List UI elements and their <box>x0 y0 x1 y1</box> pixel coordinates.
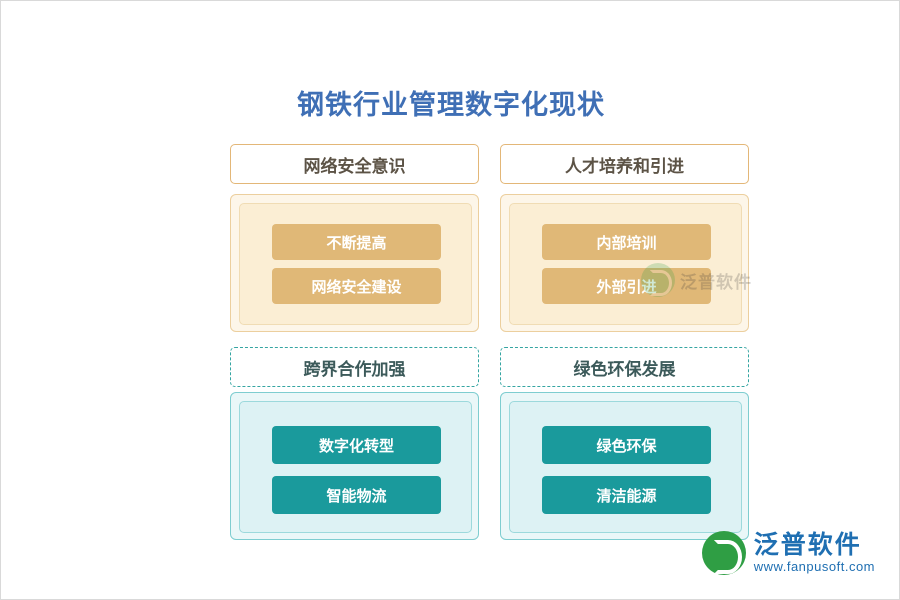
leaf-icon <box>701 531 746 575</box>
brand-url: www.fanpusoft.com <box>753 559 875 575</box>
section-panel-inner: 内部培训 外部引进 <box>509 203 742 325</box>
item-box[interactable]: 网络安全建设 <box>272 268 441 304</box>
section-panel-network-security: 不断提高 网络安全建设 <box>230 194 479 332</box>
section-panel-cross-border-cooperation: 数字化转型 智能物流 <box>230 392 479 540</box>
diagram-column-left: 网络安全意识 不断提高 网络安全建设 跨界合作加强 数字化转型 智能物流 <box>230 144 479 540</box>
section-header-green-development[interactable]: 绿色环保发展 <box>500 347 749 387</box>
section-header-talent-development[interactable]: 人才培养和引进 <box>500 144 749 184</box>
section-panel-inner: 不断提高 网络安全建设 <box>239 203 472 325</box>
item-box[interactable]: 清洁能源 <box>542 476 711 514</box>
item-box[interactable]: 智能物流 <box>272 476 441 514</box>
brand-logo-text: 泛普软件 www.fanpusoft.com <box>754 532 875 574</box>
item-box[interactable]: 外部引进 <box>542 268 711 304</box>
diagram-canvas: 网络安全意识 不断提高 网络安全建设 跨界合作加强 数字化转型 智能物流 人才培… <box>230 144 750 540</box>
item-box[interactable]: 数字化转型 <box>272 426 441 464</box>
brand-name: 泛普软件 <box>753 531 862 560</box>
item-box[interactable]: 绿色环保 <box>542 426 711 464</box>
item-box[interactable]: 不断提高 <box>272 224 441 260</box>
section-panel-green-development: 绿色环保 清洁能源 <box>500 392 749 540</box>
brand-logo: 泛普软件 www.fanpusoft.com <box>701 531 875 575</box>
section-panel-inner: 绿色环保 清洁能源 <box>509 401 742 533</box>
section-panel-inner: 数字化转型 智能物流 <box>239 401 472 533</box>
page-title: 钢铁行业管理数字化现状 <box>297 90 605 120</box>
item-box[interactable]: 内部培训 <box>542 224 711 260</box>
section-panel-talent-development: 内部培训 外部引进 <box>500 194 749 332</box>
section-header-network-security[interactable]: 网络安全意识 <box>230 144 479 184</box>
diagram-column-right: 人才培养和引进 内部培训 外部引进 绿色环保发展 绿色环保 清洁能源 <box>500 144 749 540</box>
section-header-cross-border-cooperation[interactable]: 跨界合作加强 <box>230 347 479 387</box>
